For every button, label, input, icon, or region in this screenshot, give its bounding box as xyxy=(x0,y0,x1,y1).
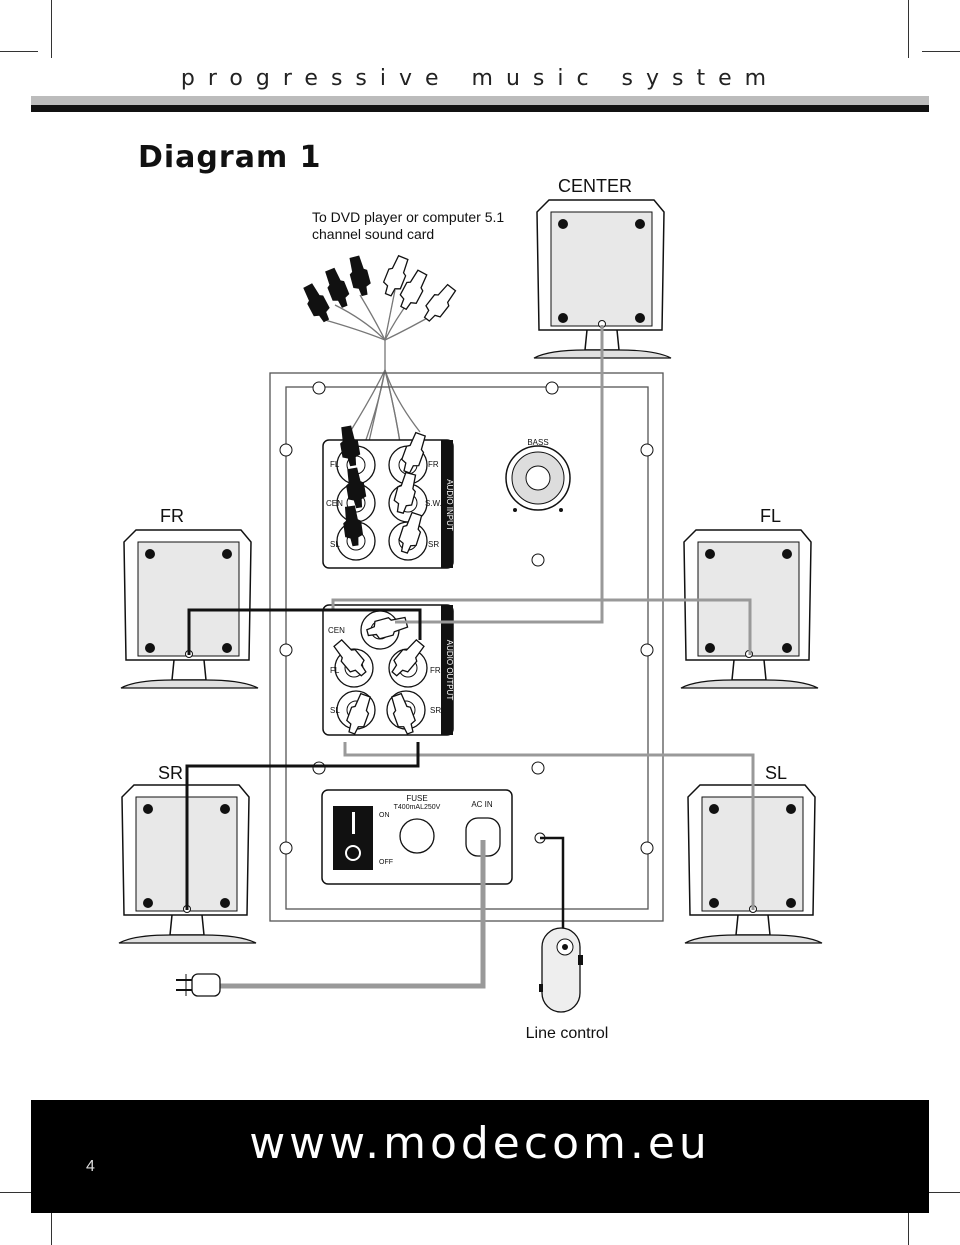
bass-label: BASS xyxy=(527,438,548,447)
audio-output-title: AUDIO OUTPUT xyxy=(445,640,454,701)
header-bar xyxy=(31,96,929,112)
diagram-title: Diagram 1 xyxy=(138,140,322,175)
input-sw: S.W. xyxy=(425,499,442,508)
power-panel: ON OFF FUSE T400mAL250V AC IN xyxy=(321,789,546,885)
switch-off-label: OFF xyxy=(379,859,393,866)
audio-output-block: AUDIO OUTPUT CEN FL FR SL SR xyxy=(322,604,454,737)
crop-mark xyxy=(908,1190,909,1245)
label-fl: FL xyxy=(760,506,781,526)
output-sl: SL xyxy=(330,706,340,715)
page-number: 4 xyxy=(86,1158,95,1175)
output-cen: CEN xyxy=(328,626,345,635)
power-cord xyxy=(176,840,486,997)
input-cen: CEN xyxy=(326,499,343,508)
line-control-label: Line control xyxy=(526,1025,609,1042)
crop-mark xyxy=(51,1190,52,1245)
fuse-rating: T400mAL250V xyxy=(394,804,441,811)
label-sr: SR xyxy=(158,763,183,783)
output-fl: FL xyxy=(330,666,340,675)
input-sr: SR xyxy=(428,540,439,549)
crop-mark xyxy=(0,1192,38,1193)
label-center: CENTER xyxy=(558,176,632,196)
fuse-label: FUSE xyxy=(406,794,427,803)
crop-mark xyxy=(908,0,909,58)
crop-mark xyxy=(51,0,52,58)
source-note-line2: channel sound card xyxy=(312,226,434,242)
label-fr: FR xyxy=(160,506,184,526)
ac-in-label: AC IN xyxy=(471,800,493,809)
label-sl: SL xyxy=(765,763,787,783)
audio-input-title: AUDIO INPUT xyxy=(445,479,454,531)
input-sl: SL xyxy=(330,540,340,549)
input-fl: FL xyxy=(330,460,340,469)
footer: www.modecom.eu 4 xyxy=(31,1100,929,1213)
output-fr: FR xyxy=(430,666,441,675)
audio-input-block: AUDIO INPUT FL FR CEN S.W. SL SR xyxy=(322,424,454,569)
speaker-wires xyxy=(185,325,755,910)
header-title: progressive music system xyxy=(180,66,780,91)
footer-url[interactable]: www.modecom.eu xyxy=(249,1118,711,1169)
crop-mark xyxy=(0,51,38,52)
line-control: Line control xyxy=(526,836,609,1042)
bass-knob: BASS xyxy=(505,438,571,512)
subwoofer-panel xyxy=(269,372,664,922)
switch-on-label: ON xyxy=(379,812,390,819)
input-fr: FR xyxy=(428,460,439,469)
output-sr: SR xyxy=(430,706,441,715)
source-note-line1: To DVD player or computer 5.1 xyxy=(312,209,504,225)
crop-mark xyxy=(922,1192,960,1193)
connection-diagram: CENTER FR FL SR SL To DVD player or comp… xyxy=(118,176,823,1042)
crop-mark xyxy=(922,51,960,52)
